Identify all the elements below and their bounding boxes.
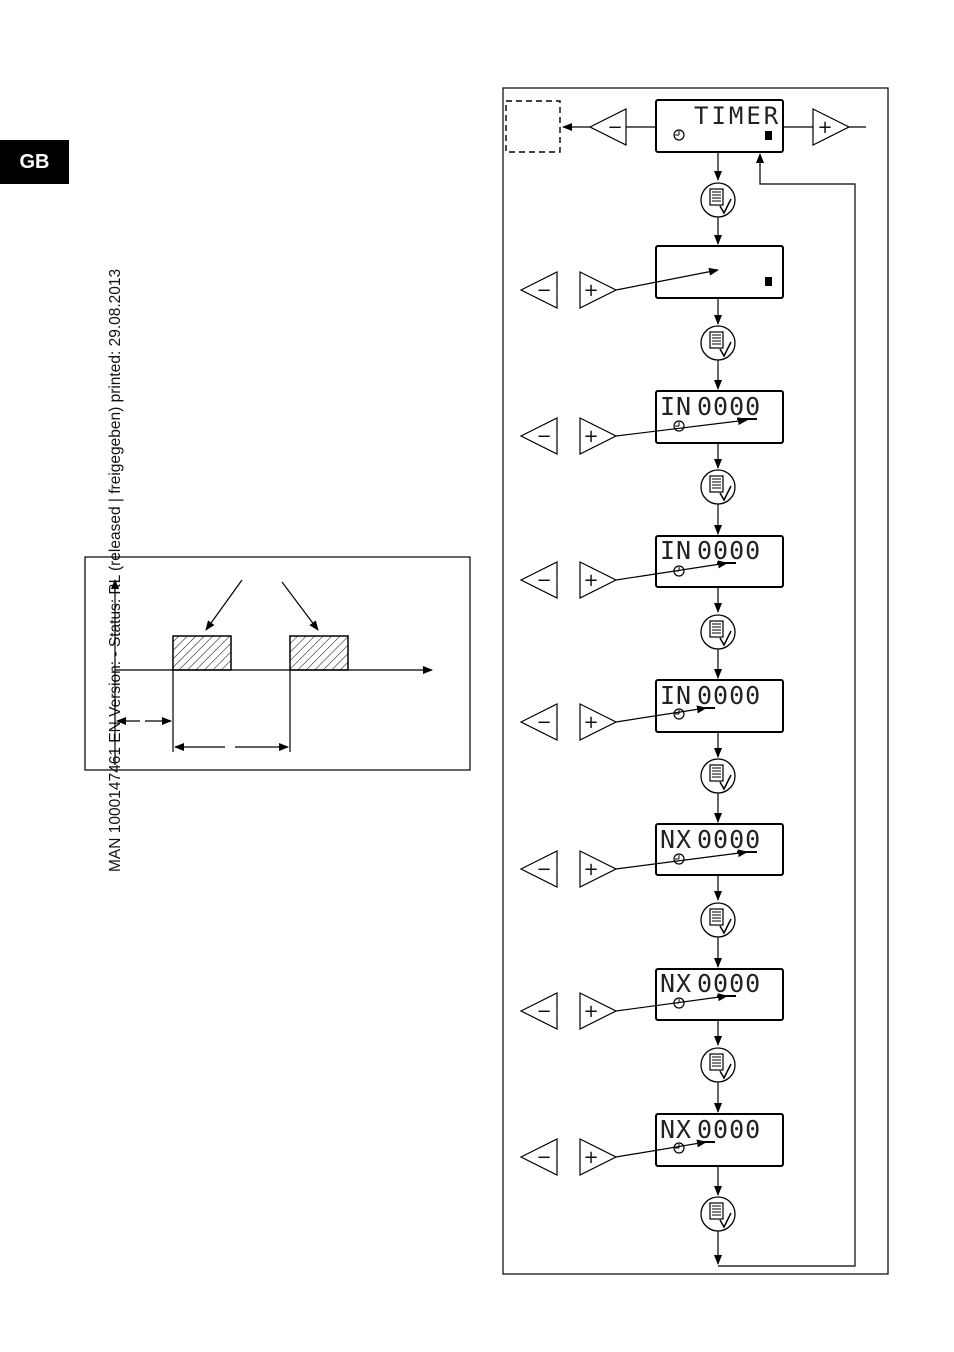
language-tab-label: GB	[19, 150, 50, 173]
flowchart-frame	[502, 87, 889, 1275]
adjust-minus-button[interactable]: −	[519, 703, 558, 741]
screen-digits: 0000	[697, 969, 761, 998]
plus-label: +	[583, 712, 598, 733]
adjust-plus-button[interactable]: +	[579, 1138, 618, 1176]
menu-key-icon[interactable]	[700, 758, 736, 794]
adjust-plus-button[interactable]: +	[579, 992, 618, 1030]
screen-digits: 0000	[697, 536, 761, 565]
timing-frame	[84, 556, 471, 771]
adjust-plus-button[interactable]: +	[579, 850, 618, 888]
adjust-minus-button[interactable]: −	[519, 271, 558, 309]
plus-label: +	[583, 570, 598, 591]
adjust-pointer	[615, 417, 748, 437]
pulse-block-1	[172, 635, 232, 671]
minus-label: −	[536, 1001, 551, 1022]
adjust-pointer	[615, 993, 728, 1012]
top-minus-label: −	[607, 117, 622, 138]
top-plus-label: +	[817, 117, 832, 138]
nx-display-digit1: NX 0000	[655, 1113, 784, 1167]
screen-prefix: IN	[660, 392, 692, 421]
menu-key-icon[interactable]	[700, 1196, 736, 1232]
nx-display-digit4: NX 0000	[655, 823, 784, 876]
adjust-minus-button[interactable]: −	[519, 417, 558, 455]
adjust-plus-button[interactable]: +	[579, 271, 618, 309]
minus-label: −	[536, 859, 551, 880]
menu-key-icon[interactable]	[700, 1047, 736, 1083]
top-minus-button[interactable]: −	[588, 108, 627, 146]
menu-key-icon[interactable]	[700, 469, 736, 505]
screen-digits: 0000	[697, 1115, 761, 1144]
in-display-digit4: IN 0000	[655, 390, 784, 444]
adjust-plus-button[interactable]: +	[579, 417, 618, 455]
battery-icon	[765, 131, 772, 140]
top-plus-button[interactable]: +	[812, 108, 851, 146]
adjust-pointer	[615, 267, 719, 291]
pulse-pointer-2	[281, 581, 319, 631]
adjust-minus-button[interactable]: −	[519, 1138, 558, 1176]
adjust-minus-button[interactable]: −	[519, 561, 558, 599]
pulse-block-2	[289, 635, 349, 671]
in-display-digit3: IN 0000	[655, 535, 784, 588]
blank-display	[655, 245, 784, 299]
plus-label: +	[583, 1001, 598, 1022]
previous-menu-placeholder	[505, 100, 561, 153]
adjust-pointer	[615, 1139, 707, 1158]
screen-digits: 0000	[697, 825, 761, 854]
adjust-pointer	[615, 849, 748, 870]
return-loop-arrow	[718, 153, 856, 1267]
in-display-digit1: IN 0000	[655, 679, 784, 733]
adjust-minus-button[interactable]: −	[519, 992, 558, 1030]
plus-label: +	[583, 1147, 598, 1168]
battery-icon	[765, 277, 772, 286]
screen-prefix: NX	[660, 969, 692, 998]
screen-prefix: IN	[660, 681, 692, 710]
screen-digits: 0000	[697, 681, 761, 710]
menu-key-icon[interactable]	[700, 902, 736, 938]
screen-digits: 0000	[697, 392, 761, 421]
minus-label: −	[536, 426, 551, 447]
menu-key-icon[interactable]	[700, 325, 736, 361]
adjust-pointer	[615, 705, 707, 723]
adjust-plus-button[interactable]: +	[579, 561, 618, 599]
adjust-plus-button[interactable]: +	[579, 703, 618, 741]
timer-display: TIMER	[655, 99, 784, 153]
minus-label: −	[536, 1147, 551, 1168]
minus-label: −	[536, 280, 551, 301]
adjust-minus-button[interactable]: −	[519, 850, 558, 888]
language-tab: GB	[0, 140, 69, 184]
menu-key-icon[interactable]	[700, 614, 736, 650]
screen-prefix: IN	[660, 536, 692, 565]
plus-label: +	[583, 280, 598, 301]
screen-prefix: NX	[660, 825, 692, 854]
nx-display-digit3: NX 0000	[655, 968, 784, 1021]
timing-diagram	[84, 556, 471, 771]
screen-prefix: NX	[660, 1115, 692, 1144]
timer-display-text: TIMER	[694, 102, 781, 130]
pulse-pointer-1	[205, 579, 243, 631]
minus-label: −	[536, 712, 551, 733]
adjust-pointer	[615, 560, 728, 581]
menu-key-icon[interactable]	[700, 182, 736, 218]
plus-label: +	[583, 859, 598, 880]
plus-label: +	[583, 426, 598, 447]
minus-label: −	[536, 570, 551, 591]
